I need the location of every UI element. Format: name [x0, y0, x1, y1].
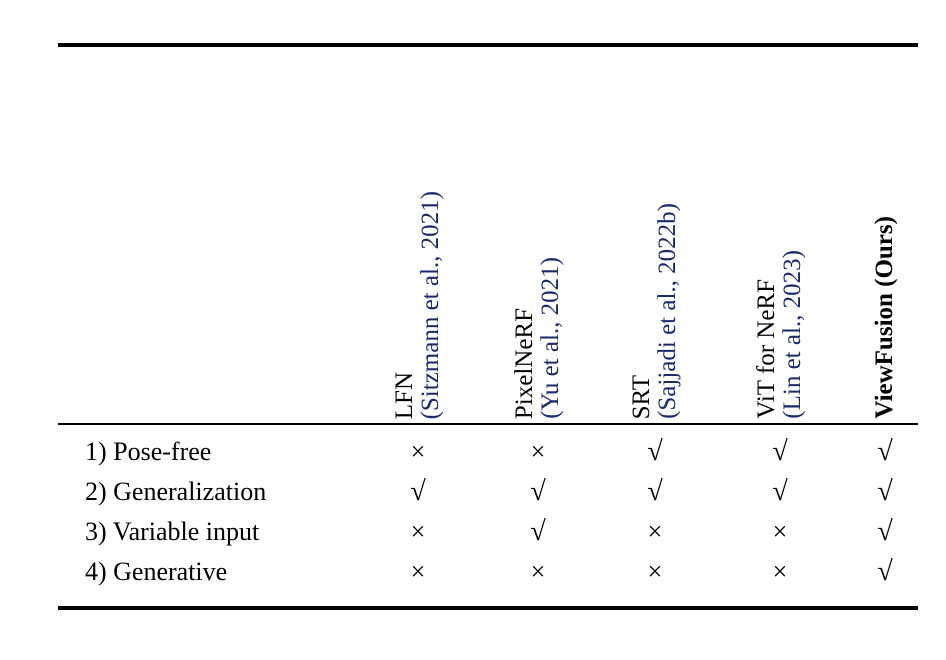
cell-generative-vit-for-nerf: ×: [772, 557, 788, 586]
cell-generative-lfn: ×: [410, 557, 426, 586]
cell-pose-free-pixelnerf: ×: [530, 437, 546, 466]
cell-generalization-srt: √: [647, 476, 663, 507]
column-header-pixelnerf: PixelNeRF (Yu et al., 2021): [508, 49, 568, 419]
column-header-lfn-name: LFN: [391, 371, 418, 419]
column-header-vit-for-nerf-citation: (Lin et al., 2023): [779, 250, 806, 419]
cell-generative-pixelnerf: ×: [530, 557, 546, 586]
cell-generalization-lfn: √: [410, 476, 426, 507]
cell-pose-free-vit-for-nerf: √: [772, 436, 788, 467]
row-label-generalization: 2) Generalization: [85, 477, 267, 506]
column-header-viewfusion-name: ViewFusion (Ours): [871, 216, 898, 419]
column-header-lfn-citation: (Sitzmann et al., 2021): [417, 190, 444, 419]
cell-pose-free-srt: √: [647, 436, 663, 467]
cell-generative-srt: ×: [647, 557, 663, 586]
column-header-vit-for-nerf: ViT for NeRF (Lin et al., 2023): [750, 49, 810, 419]
table-body: 1) Pose-free × × √ √ √ 2) Generalization…: [0, 432, 946, 592]
row-label-generative: 4) Generative: [85, 557, 228, 586]
cell-pose-free-lfn: ×: [410, 437, 426, 466]
table-rule-bottom: [58, 606, 918, 610]
cell-variable-input-srt: ×: [647, 517, 663, 546]
table-rule-top: [58, 43, 918, 47]
cell-generalization-vit-for-nerf: √: [772, 476, 788, 507]
cell-generalization-viewfusion: √: [877, 476, 893, 507]
column-header-lfn: LFN (Sitzmann et al., 2021): [388, 49, 448, 419]
cell-variable-input-vit-for-nerf: ×: [772, 517, 788, 546]
column-header-pixelnerf-name: PixelNeRF: [511, 307, 538, 419]
table-header-row: LFN (Sitzmann et al., 2021) PixelNeRF (Y…: [0, 47, 946, 421]
column-header-vit-for-nerf-name: ViT for NeRF: [753, 279, 780, 419]
table-row: 1) Pose-free × × √ √ √: [0, 432, 946, 472]
table-row: 3) Variable input × √ × × √: [0, 512, 946, 552]
cell-variable-input-viewfusion: √: [877, 516, 893, 547]
column-header-viewfusion: ViewFusion (Ours): [855, 49, 915, 419]
table-row: 4) Generative × × × × √: [0, 552, 946, 592]
cell-generative-viewfusion: √: [877, 556, 893, 587]
column-header-srt: SRT (Sajjadi et al., 2022b): [625, 49, 685, 419]
row-label-variable-input: 3) Variable input: [85, 517, 260, 546]
cell-variable-input-pixelnerf: √: [530, 516, 546, 547]
table-rule-middle: [58, 423, 918, 425]
column-header-pixelnerf-citation: (Yu et al., 2021): [537, 257, 564, 419]
cell-variable-input-lfn: ×: [410, 517, 426, 546]
table-row: 2) Generalization √ √ √ √ √: [0, 472, 946, 512]
column-header-srt-citation: (Sajjadi et al., 2022b): [654, 203, 681, 419]
cell-generalization-pixelnerf: √: [530, 476, 546, 507]
column-header-srt-name: SRT: [628, 374, 655, 419]
row-label-pose-free: 1) Pose-free: [85, 437, 212, 466]
cell-pose-free-viewfusion: √: [877, 436, 893, 467]
